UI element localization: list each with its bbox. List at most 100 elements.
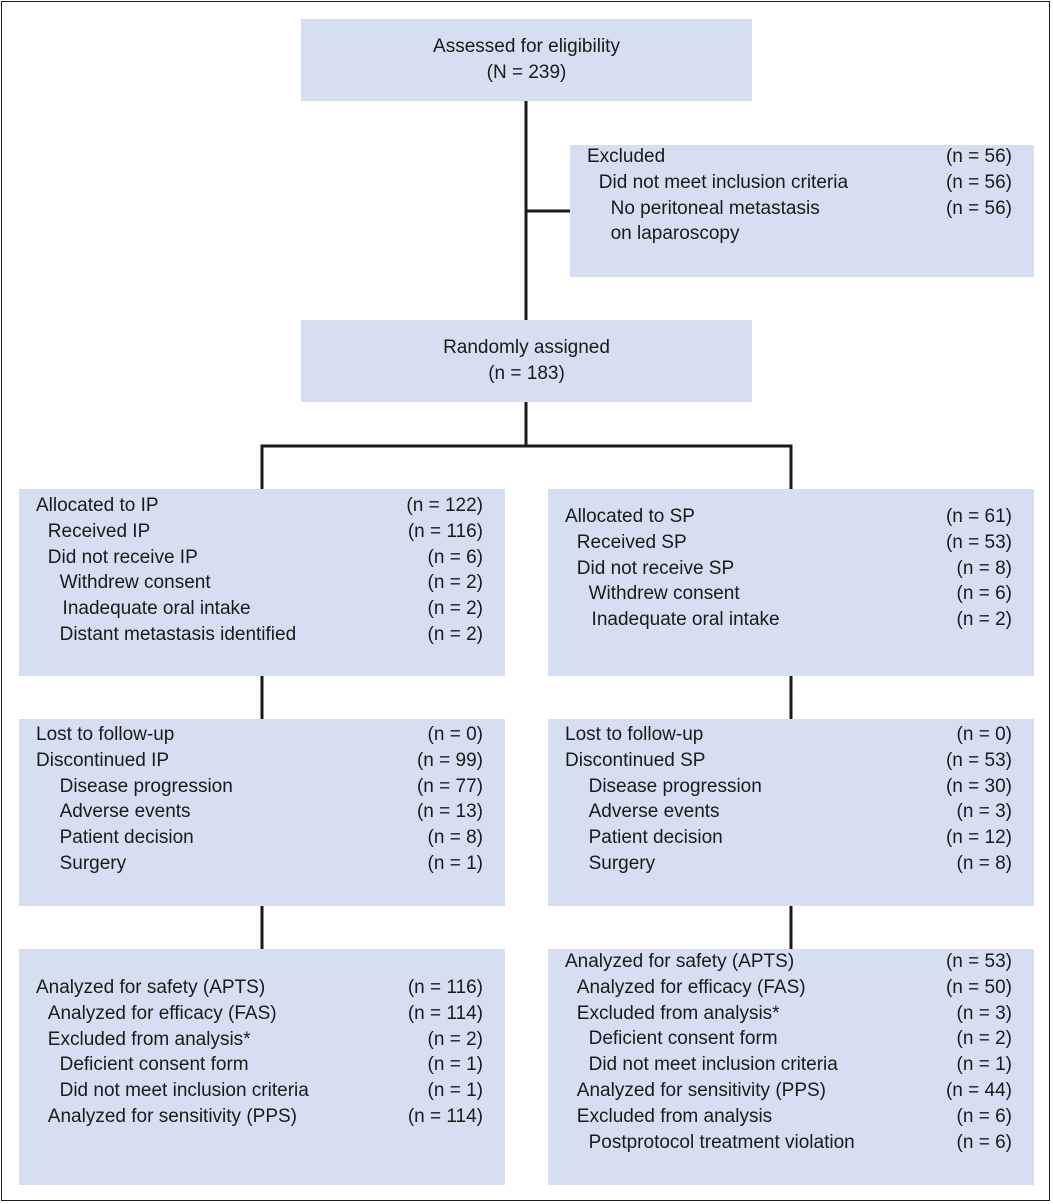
list-item: Postprotocol treatment violation (n = 6) [548, 1130, 1034, 1156]
list-item: Did not receive IP (n = 6) [19, 545, 505, 571]
list-item: Did not meet inclusion criteria(n = 1) [548, 1052, 1034, 1078]
list-item: Discontinued SP (n = 53) [548, 748, 1034, 774]
list-item: Lost to follow-up(n = 0) [548, 722, 1034, 748]
item-label: Did not meet inclusion criteria [59, 1080, 309, 1102]
list-item: Excluded from analysis*(n = 2) [19, 1027, 505, 1053]
list-item: Received IP(n = 116) [19, 519, 505, 545]
item-label: Did not receive IP [47, 546, 198, 568]
list-item: Excluded from analysis(n = 6) [548, 1104, 1034, 1130]
list-item: Did not meet inclusion criteria (n = 1) [19, 1078, 505, 1104]
randomized-count: (n = 183) [488, 363, 565, 384]
item-count: (n = 8) [427, 827, 483, 849]
sp-followup-box: Lost to follow-up(n = 0)Discontinued SP (… [548, 719, 1034, 906]
item-label: Discontinued SP [565, 749, 706, 771]
item-label: Surgery [59, 853, 127, 874]
assessed-box: Assessed for eligibility (N = 239) [301, 19, 752, 101]
item-count: (n = 2) [956, 1028, 1012, 1050]
item-label: Excluded [587, 146, 666, 167]
randomized-title: Randomly assigned [443, 337, 610, 358]
item-label: Analyzed for efficacy (FAS) [576, 976, 806, 998]
list-item: Did not receive SP(n = 8) [548, 556, 1034, 582]
list-item: Excluded from analysis*(n = 3) [548, 1001, 1034, 1027]
item-count: (n = 61) [945, 506, 1012, 527]
item-count: (n = 6) [427, 546, 483, 568]
list-item: Analyzed for sensitivity (PPS)(n = 114) [19, 1104, 505, 1130]
item-count: (n = 122) [406, 495, 483, 516]
item-count: (n = 0) [956, 724, 1012, 745]
item-count: (n = 53) [945, 749, 1012, 771]
list-item: Analyzed for efficacy (FAS) (n = 50) [548, 975, 1034, 1001]
item-count: (n = 116) [407, 977, 483, 998]
item-count: (n = 30) [945, 775, 1012, 797]
item-count: (n = 2) [427, 624, 483, 645]
item-label: Withdrew consent [59, 572, 211, 594]
item-count: (n = 6) [956, 1131, 1012, 1153]
list-item: Withdrew consent (n = 6) [548, 581, 1034, 607]
list-item: Analyzed for efficacy (FAS)(n = 114) [19, 1001, 505, 1027]
item-count: (n = 1) [427, 853, 483, 874]
item-label: Deficient consent form [588, 1028, 778, 1050]
item-label: Lost to follow-up [36, 724, 175, 745]
item-count: (n = 53) [945, 951, 1012, 972]
item-label: Patient decision [588, 827, 723, 849]
item-label: Did not receive SP [576, 557, 735, 579]
item-label: Adverse events [59, 801, 191, 823]
item-label: Surgery [588, 853, 656, 874]
item-label: Distant metastasis identified [59, 624, 297, 645]
assessed-title: Assessed for eligibility [433, 36, 620, 57]
item-count: (n = 44) [945, 1080, 1012, 1101]
list-item: Did not meet inclusion criteria(n = 56) [570, 170, 1034, 196]
item-count: (n = 56) [945, 146, 1012, 167]
list-item: Disease progression (n = 30) [548, 774, 1034, 800]
item-count: (n = 1) [427, 1080, 483, 1102]
list-item: Adverse events (n = 3) [548, 799, 1034, 825]
list-item: Analyzed for sensitivity (PPS)(n = 44) [548, 1078, 1034, 1104]
list-item: Received SP (n = 53) [548, 530, 1034, 556]
item-count: (n = 56) [945, 171, 1012, 193]
list-item: Patient decision(n = 12) [548, 825, 1034, 851]
item-label: Inadequate oral intake [591, 609, 780, 631]
list-item: Discontinued IP (n = 99) [19, 748, 505, 774]
item-count: (n = 114) [407, 1002, 483, 1024]
item-count: (n = 53) [945, 531, 1012, 553]
list-item: on laparoscopy [570, 221, 1034, 247]
list-item: Distant metastasis identified (n = 2) [19, 622, 505, 648]
item-label: Discontinued IP [36, 749, 170, 771]
item-count: (n = 116) [407, 520, 483, 542]
item-label: Adverse events [588, 801, 720, 823]
item-count: (n = 2) [956, 609, 1012, 631]
item-label: No peritoneal metastasis [610, 197, 820, 219]
item-count: (n = 2) [427, 572, 483, 594]
randomized-box: Randomly assigned (n = 183) [301, 320, 752, 402]
item-label: Disease progression [588, 775, 762, 797]
item-count: (n = 3) [956, 801, 1012, 823]
item-count: (n = 50) [945, 976, 1012, 998]
item-label: Allocated to IP [36, 495, 159, 516]
item-label: Excluded from analysis* [47, 1028, 251, 1050]
ip-allocation-box: Allocated to IP (n = 122) Received IP(n = … [19, 489, 505, 676]
item-count: (n = 6) [956, 583, 1012, 605]
item-count: (n = 77) [416, 775, 483, 797]
item-label: Received SP [576, 531, 687, 553]
item-label: on laparoscopy [610, 223, 740, 245]
list-item: Adverse events(n = 13) [19, 799, 505, 825]
list-item: Lost to follow-up(n = 0) [19, 722, 505, 748]
list-item: Disease progression (n = 77) [19, 774, 505, 800]
item-count: (n = 56) [945, 197, 1012, 219]
item-label: Analyzed for safety (APTS) [36, 977, 266, 998]
item-label: Analyzed for sensitivity (PPS) [47, 1106, 297, 1127]
list-item: Analyzed for safety (APTS) (n = 116) [19, 975, 505, 1001]
item-count: (n = 3) [956, 1002, 1012, 1024]
excluded-box: Excluded(n = 56)Did not meet inclusion c… [570, 145, 1034, 277]
assessed-count: (N = 239) [486, 62, 567, 83]
item-count: (n = 1) [956, 1054, 1012, 1076]
item-label: Analyzed for safety (APTS) [565, 951, 795, 972]
sp-analysis-box: Analyzed for safety (APTS) (n = 53) Analyz… [548, 949, 1034, 1185]
item-label: Postprotocol treatment violation [588, 1131, 855, 1153]
item-count: (n = 99) [416, 749, 483, 771]
item-label: Withdrew consent [588, 583, 740, 605]
item-count: (n = 8) [956, 853, 1012, 874]
item-label: Disease progression [59, 775, 233, 797]
